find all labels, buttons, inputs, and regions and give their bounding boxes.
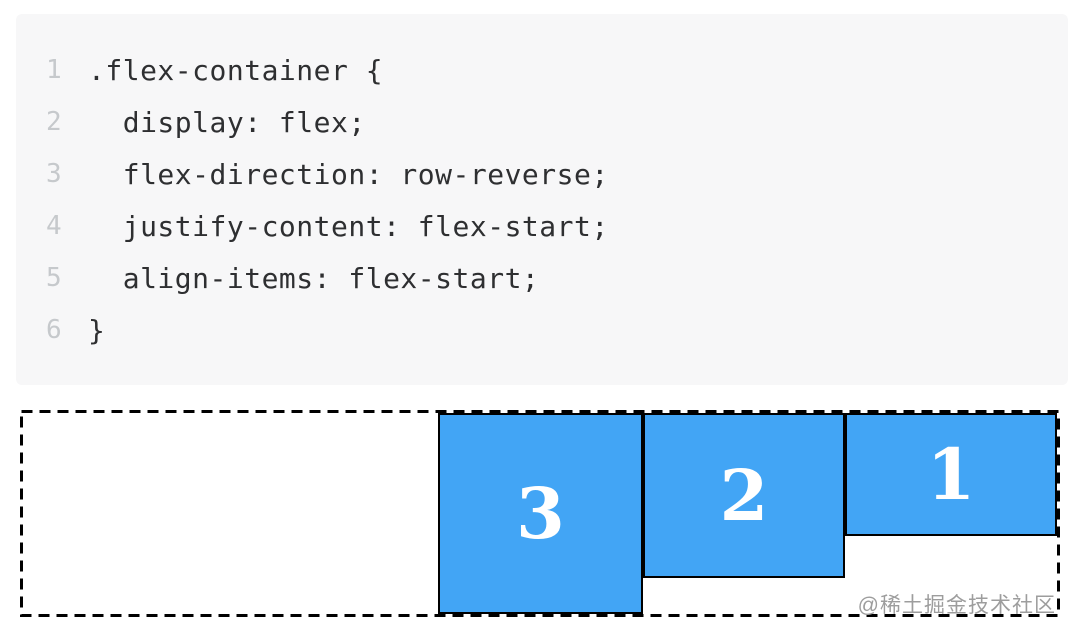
- watermark: @稀土掘金技术社区: [857, 594, 1056, 617]
- line-number: 1: [46, 55, 62, 85]
- css-code-block: 1 .flex-container { 2 display: flex; 3 f…: [16, 14, 1068, 385]
- line-number: 5: [46, 263, 62, 293]
- code-text: display: flex;: [88, 105, 366, 139]
- code-text: align-items: flex-start;: [88, 261, 540, 295]
- code-line-5: 5 align-items: flex-start;: [46, 252, 1068, 304]
- flex-item-1: 1: [845, 413, 1057, 536]
- code-text: flex-direction: row-reverse;: [88, 157, 609, 191]
- flex-container-demo: 1 2 3: [20, 410, 1060, 617]
- flex-item-3: 3: [438, 413, 643, 614]
- flex-item-2: 2: [643, 413, 845, 578]
- line-number: 6: [46, 315, 62, 345]
- line-number: 2: [46, 107, 62, 137]
- line-number: 4: [46, 211, 62, 241]
- line-number: 3: [46, 159, 62, 189]
- code-line-1: 1 .flex-container {: [46, 44, 1068, 96]
- dashed-border: [20, 410, 1060, 617]
- code-text: .flex-container {: [88, 53, 384, 87]
- code-line-4: 4 justify-content: flex-start;: [46, 200, 1068, 252]
- code-line-3: 3 flex-direction: row-reverse;: [46, 148, 1068, 200]
- code-text: }: [88, 313, 106, 347]
- code-line-2: 2 display: flex;: [46, 96, 1068, 148]
- code-text: justify-content: flex-start;: [88, 209, 609, 243]
- code-line-6: 6 }: [46, 304, 1068, 356]
- flex-row: 1 2 3: [23, 413, 1057, 614]
